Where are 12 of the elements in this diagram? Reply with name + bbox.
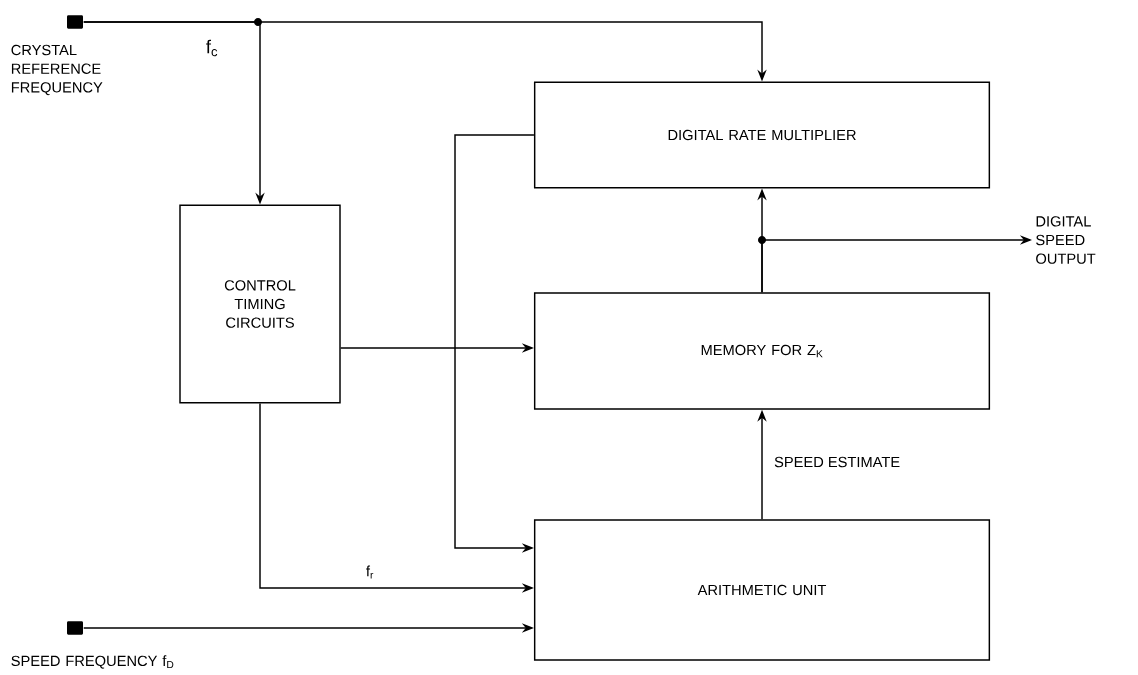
input-terminal <box>67 15 83 29</box>
output-label: DIGITAL SPEED OUTPUT <box>1036 216 1096 264</box>
process-box: ARITHMETIC UNIT <box>533 519 991 661</box>
process-box: MEMORY FOR Z$_{K}$ <box>533 292 991 410</box>
input-terminal <box>67 621 83 635</box>
process-box: DIGITAL RATE MULTIPLIER <box>533 81 991 189</box>
signal-label: f$_{c}$ <box>204 38 220 58</box>
terminal-label: CRYSTAL REFERENCE FREQUENCY <box>11 44 103 96</box>
terminal-label: SPEED FREQUENCY f$_{D}$ <box>11 655 174 669</box>
edge-label: SPEED ESTIMATE <box>772 455 902 469</box>
edge-label: f$_{r}$ <box>364 564 376 580</box>
process-box: CONTROL TIMING CIRCUITS <box>179 204 341 404</box>
